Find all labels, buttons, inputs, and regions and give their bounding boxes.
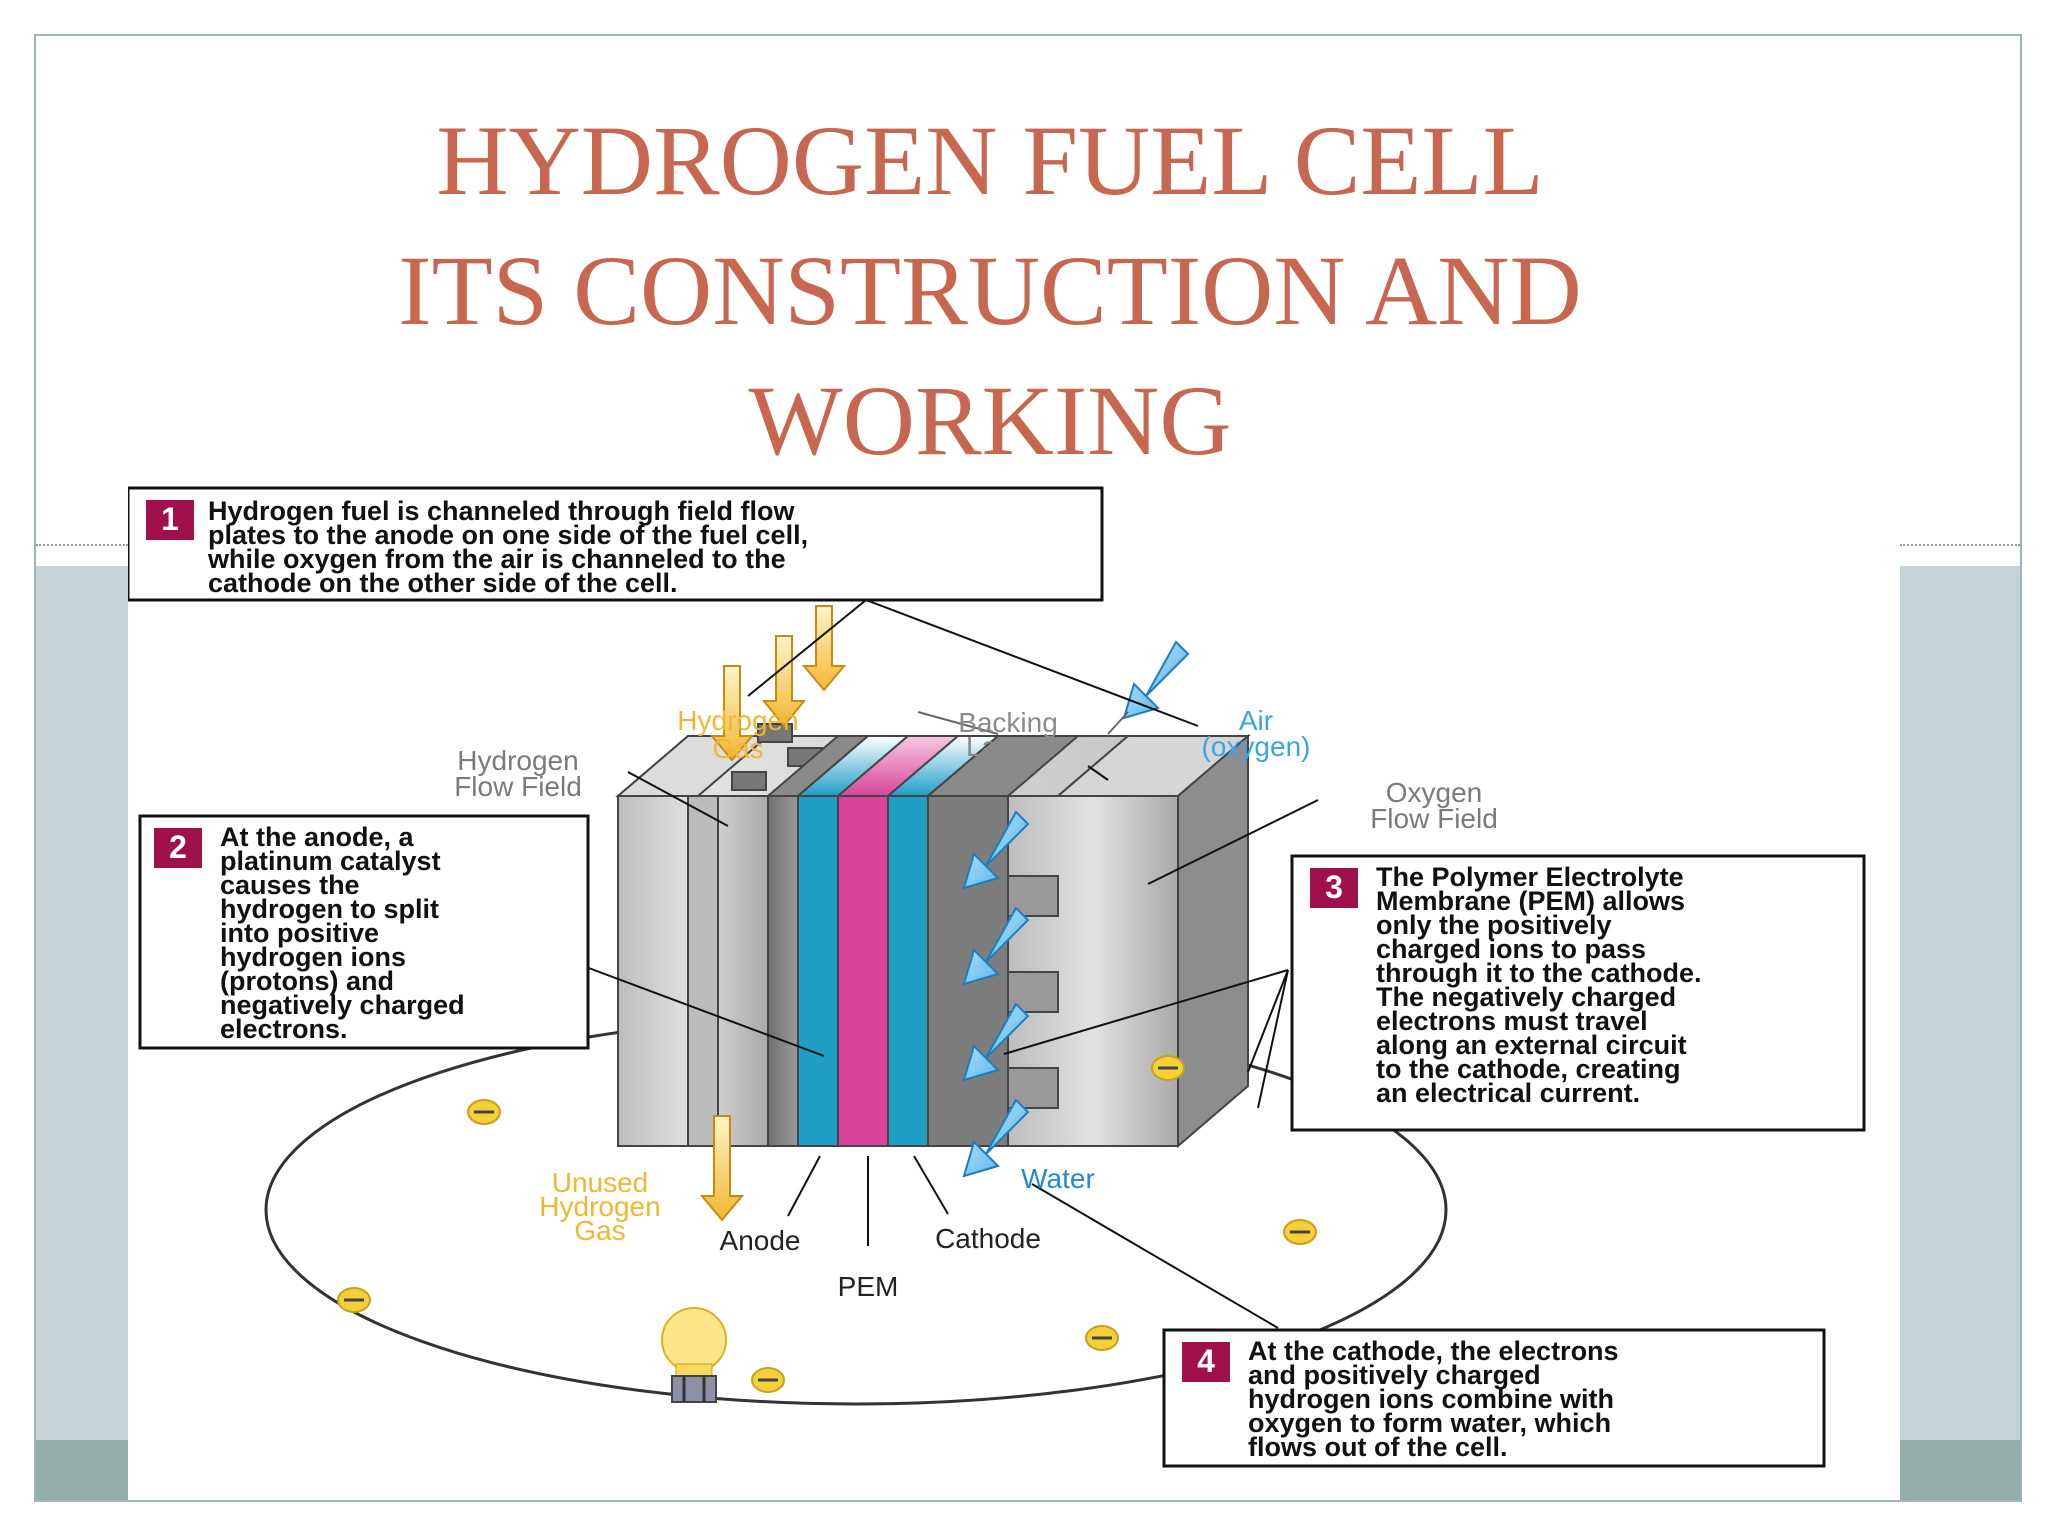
- electron: [751, 1367, 785, 1393]
- label-backing-layers-1: Backing: [958, 707, 1058, 738]
- step-4-number: 4: [1197, 1343, 1215, 1379]
- step-3-line-6: The negatively charged: [1376, 982, 1676, 1012]
- label-unused-hydrogen-1: Unused: [552, 1167, 649, 1198]
- decorative-band-right: [1900, 566, 2020, 1500]
- label-hydrogen-flow-field-2: Flow Field: [454, 771, 582, 802]
- step-4-line-5: flows out of the cell.: [1248, 1432, 1508, 1462]
- label-water: Water: [1021, 1163, 1095, 1194]
- step-4-badge: [1182, 1342, 1230, 1382]
- step-1-line-1: Hydrogen fuel is channeled through field…: [208, 496, 796, 526]
- title-line-2: ITS CONSTRUCTION AND: [398, 235, 1582, 346]
- step-3-line-9: to the cathode, creating: [1376, 1054, 1681, 1084]
- step-3-line-4: charged ions to pass: [1376, 934, 1646, 964]
- step-3-badge: [1310, 868, 1358, 908]
- decorative-band-left: [36, 566, 128, 1500]
- air-inlet-arrow: [1122, 640, 1190, 720]
- label-unused-hydrogen-3: Gas: [574, 1215, 625, 1246]
- step-3-line-3: only the positively: [1376, 910, 1612, 940]
- step-2-line-3: causes the: [220, 870, 360, 900]
- label-cathode: Cathode: [935, 1223, 1041, 1254]
- step-2-line-7: (protons) and: [220, 966, 394, 996]
- step-1-callout: 1 Hydrogen fuel is channeled through fie…: [128, 486, 1104, 602]
- step-4-line-4: oxygen to form water, which: [1248, 1408, 1611, 1438]
- step-3-line-10: an electrical current.: [1376, 1078, 1640, 1108]
- light-bulb-icon: [661, 1307, 727, 1403]
- step-4-callout: 4 At the cathode, the electrons and posi…: [1162, 1328, 1826, 1468]
- label-hydrogen-gas-2: Gas: [712, 733, 763, 764]
- step-2-line-4: hydrogen to split: [220, 894, 439, 924]
- electron: [1283, 1219, 1317, 1245]
- label-air-2: (oxygen): [1202, 731, 1311, 762]
- step-3-box: [1290, 854, 1866, 1132]
- electron-markers: [337, 1055, 1317, 1393]
- step-3-line-8: along an external circuit: [1376, 1030, 1687, 1060]
- electron: [1151, 1055, 1185, 1081]
- label-oxygen-flow-field-1: Oxygen: [1386, 777, 1483, 808]
- step-4-line-3: hydrogen ions combine with: [1248, 1384, 1614, 1414]
- step-2-line-2: platinum catalyst: [220, 846, 441, 876]
- step-2-line-1: At the anode, a: [220, 822, 415, 852]
- title-line-3: WORKING: [748, 365, 1232, 476]
- unused-hydrogen-arrow: [699, 1115, 745, 1222]
- step-2-line-8: negatively charged: [220, 990, 465, 1020]
- step-3-line-7: electrons must travel: [1376, 1006, 1648, 1036]
- step-1-line-3: while oxygen from the air is channeled t…: [207, 544, 786, 574]
- electron: [467, 1099, 501, 1125]
- step-1-number: 1: [161, 501, 179, 537]
- label-hydrogen-gas-1: Hydrogen: [677, 705, 798, 736]
- step-2-line-5: into positive: [220, 918, 379, 948]
- step-3-line-5: through it to the cathode.: [1376, 958, 1701, 988]
- label-oxygen-flow-field-2: Flow Field: [1370, 803, 1498, 834]
- step-4-line-1: At the cathode, the electrons: [1248, 1336, 1619, 1366]
- label-hydrogen-flow-field-1: Hydrogen: [457, 745, 578, 776]
- title-line-1: HYDROGEN FUEL CELL: [436, 105, 1544, 216]
- label-anode: Anode: [720, 1225, 801, 1256]
- step-3-number: 3: [1325, 869, 1343, 905]
- step-3-callout: 3 The Polymer Electrolyte Membrane (PEM)…: [1290, 854, 1866, 1132]
- slide-title: HYDROGEN FUEL CELL ITS CONSTRUCTION AND …: [200, 96, 1780, 486]
- label-unused-hydrogen-2: Hydrogen: [539, 1191, 660, 1222]
- fuel-cell-stack: [615, 723, 1251, 1149]
- dotted-rule-right: [1900, 544, 2020, 546]
- dotted-rule-left: [36, 544, 128, 546]
- fuel-cell-diagram: 1 Hydrogen fuel is channeled through fie…: [128, 476, 1900, 1500]
- step-2-line-6: hydrogen ions: [220, 942, 406, 972]
- electron: [337, 1287, 371, 1313]
- label-air-1: Air: [1239, 705, 1273, 736]
- label-pem: PEM: [838, 1271, 899, 1302]
- water-flow-arrows: [962, 810, 1030, 1178]
- step-1-line-4: cathode on the other side of the cell.: [208, 568, 678, 598]
- step-4-box: [1162, 1328, 1826, 1468]
- step-3-line-1: The Polymer Electrolyte: [1376, 862, 1684, 892]
- step-3-line-2: Membrane (PEM) allows: [1376, 886, 1685, 916]
- step-2-box: [138, 814, 590, 1050]
- step-1-box: [128, 486, 1104, 602]
- step-2-callout: 2 At the anode, a platinum catalyst caus…: [138, 814, 590, 1050]
- step-4-line-2: and positively charged: [1248, 1360, 1541, 1390]
- electron: [1085, 1325, 1119, 1351]
- hydrogen-inlet-arrows: [709, 605, 847, 762]
- step-2-line-9: electrons.: [220, 1014, 348, 1044]
- label-backing-layers-2: Layers: [966, 731, 1050, 762]
- step-1-line-2: plates to the anode on one side of the f…: [208, 520, 808, 550]
- step-1-badge: [146, 500, 194, 540]
- leader-lines: [577, 599, 1319, 1329]
- step-2-badge: [154, 828, 202, 868]
- backing-layers-leaders: [917, 711, 1129, 735]
- step-2-number: 2: [169, 829, 187, 865]
